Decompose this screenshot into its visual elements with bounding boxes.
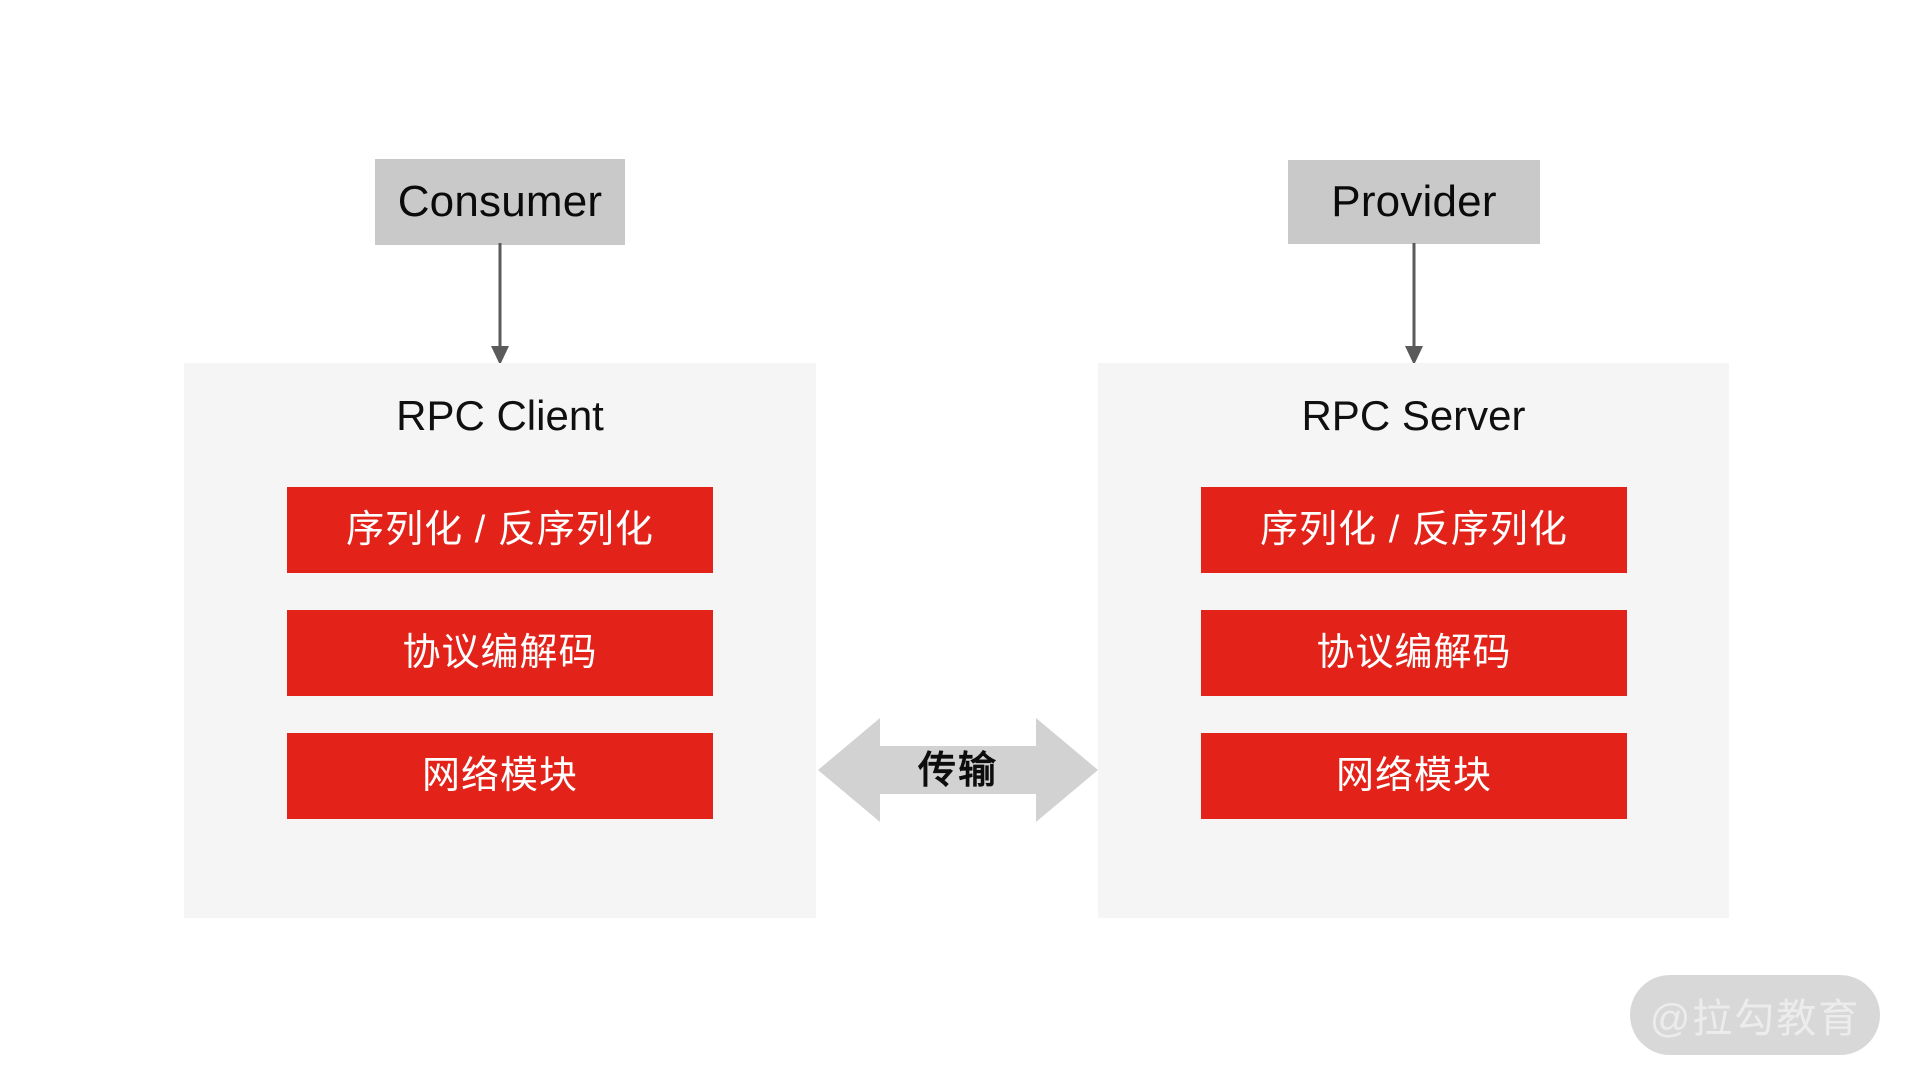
module-label-server-protocol-codec: 协议编解码 <box>1316 632 1512 674</box>
arrow-consumer-to-rpc-client <box>491 243 509 365</box>
module-label-server-serialization: 序列化 / 反序列化 <box>1260 509 1568 551</box>
panel-title-rpc-server: RPC Server <box>1301 392 1526 439</box>
module-label-server-network: 网络模块 <box>1335 755 1492 797</box>
module-box-server-protocol-codec[interactable]: 协议编解码 <box>1201 610 1627 696</box>
double-arrow-icon <box>818 718 1098 822</box>
watermark-text: @拉勾教育 <box>1649 997 1861 1041</box>
arrow-provider-to-rpc-server <box>1405 243 1423 365</box>
module-label-client-network: 网络模块 <box>421 755 578 797</box>
panel-rpc-client: RPC Client 序列化 / 反序列化 协议编解码 网络模块 <box>184 363 816 918</box>
module-box-client-serialization[interactable]: 序列化 / 反序列化 <box>287 487 713 573</box>
panel-rpc-server: RPC Server 序列化 / 反序列化 协议编解码 网络模块 <box>1098 363 1729 918</box>
module-label-client-protocol-codec: 协议编解码 <box>402 632 598 674</box>
module-box-client-network[interactable]: 网络模块 <box>287 733 713 819</box>
module-label-client-serialization: 序列化 / 反序列化 <box>346 509 654 551</box>
transport-label: 传输 <box>917 750 998 792</box>
module-box-client-protocol-codec[interactable]: 协议编解码 <box>287 610 713 696</box>
endpoint-box-consumer[interactable]: Consumer <box>375 159 625 245</box>
transport-arrow: 传输 <box>818 700 1098 840</box>
module-box-server-network[interactable]: 网络模块 <box>1201 733 1627 819</box>
endpoint-box-provider[interactable]: Provider <box>1288 160 1540 244</box>
watermark-badge: @拉勾教育 <box>1630 975 1880 1055</box>
panel-title-rpc-client: RPC Client <box>396 392 604 439</box>
endpoint-label-consumer: Consumer <box>397 177 603 226</box>
module-box-server-serialization[interactable]: 序列化 / 反序列化 <box>1201 487 1627 573</box>
endpoint-label-provider: Provider <box>1331 177 1497 226</box>
